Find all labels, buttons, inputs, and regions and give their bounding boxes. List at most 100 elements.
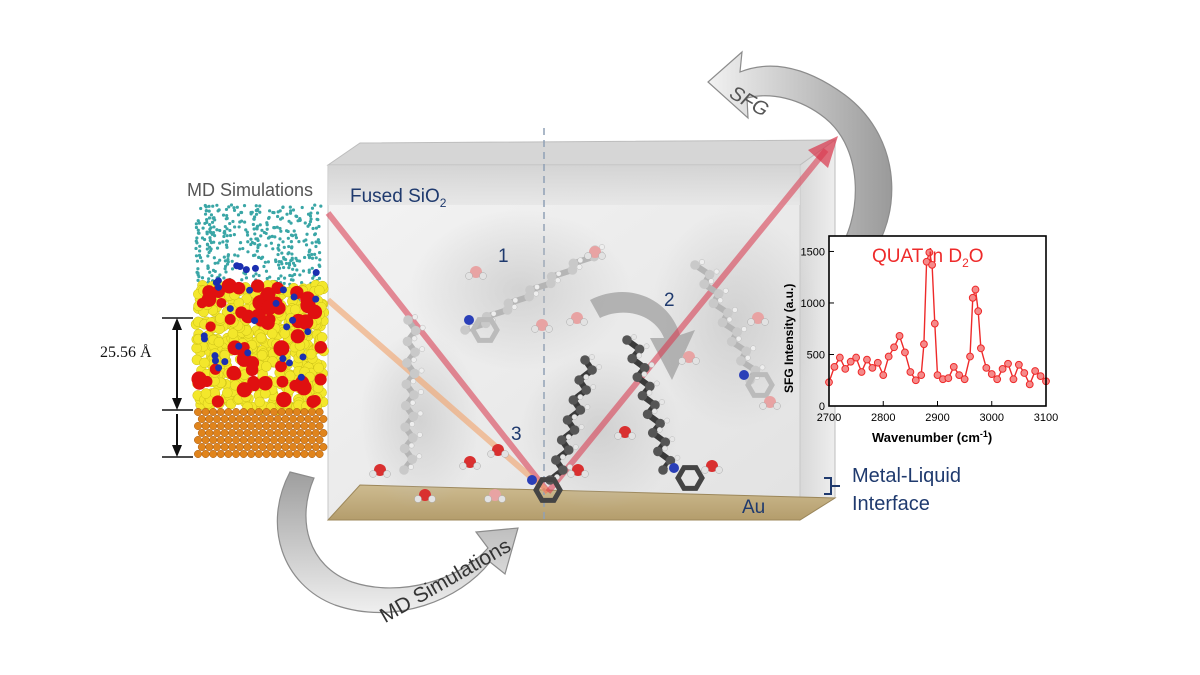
md-water-molecule [208, 227, 212, 232]
md-water-molecule [198, 255, 203, 260]
md-water-molecule [198, 249, 202, 253]
md-gold-atom [266, 415, 275, 423]
md-water-molecule [310, 241, 314, 245]
site-label-3: 3 [511, 424, 522, 445]
md-water-molecule [287, 266, 291, 270]
faded-surfactant-ring [470, 317, 500, 343]
md-gold-atom [311, 429, 320, 437]
md-nitrogen-atom [312, 269, 320, 277]
md-water-molecule [207, 209, 211, 213]
md-water-molecule [277, 248, 281, 252]
upright-surfactant-carbon [401, 379, 412, 390]
md-gold-atom [235, 443, 244, 451]
md-gold-atom [243, 443, 252, 451]
tilted-surfactant-hydrogen [662, 445, 668, 452]
md-water-molecule [212, 225, 216, 229]
md-gold-atom [251, 443, 259, 451]
md-nitrogen-atom [221, 358, 229, 366]
md-oxygen-atom [216, 297, 227, 308]
adsorbed-surfactant-hydrogen [584, 404, 591, 410]
md-gold-atom [197, 415, 206, 423]
md-gold-atom [300, 422, 309, 430]
water-oxygen [683, 351, 695, 363]
md-gold-atom [209, 408, 218, 416]
md-gold-atom [273, 415, 282, 423]
upright-surfactant-carbon [409, 368, 420, 379]
md-gold-atom [289, 415, 297, 423]
md-gold-atom [292, 436, 301, 444]
chart-point [1031, 367, 1040, 375]
md-water-molecule [200, 259, 204, 263]
faded-surfactant-carbon [503, 298, 514, 309]
md-gold-atom [289, 429, 297, 437]
md-water-molecule [300, 281, 304, 285]
md-water-molecule [217, 208, 221, 212]
md-gold-atom [270, 408, 278, 416]
tilted-surfactant-hydrogen [636, 352, 642, 359]
water-hydrogen [414, 495, 422, 503]
faded-surfactant-hydrogen [717, 297, 724, 304]
tilted-surfactant-hydrogen [659, 399, 665, 405]
md-oxygen-atom [276, 391, 292, 408]
md-water-molecule [316, 238, 320, 242]
sfg-beam-out [545, 148, 829, 494]
md-oxygen-atom [314, 373, 327, 386]
md-water-molecule [237, 225, 241, 229]
md-water-molecule [205, 247, 209, 251]
md-water-molecule [274, 259, 278, 264]
upright-surfactant-hydrogen [409, 421, 415, 427]
md-gold-atom [247, 450, 256, 458]
md-water-molecule [286, 236, 290, 240]
md-surfactant-atom [213, 336, 225, 348]
md-gold-atom [277, 408, 286, 416]
chart-point [1020, 369, 1029, 377]
tilted-surfactant-carbon [627, 353, 637, 364]
md-water-molecule [194, 254, 199, 258]
md-water-molecule [289, 233, 294, 237]
md-water-molecule [281, 205, 285, 210]
md-water-molecule [268, 275, 272, 279]
md-water-molecule [251, 222, 255, 227]
md-water-molecule [222, 234, 226, 239]
adsorbed-surfactant-hydrogen [589, 354, 595, 360]
md-oxygen-atom [258, 375, 273, 391]
md-water-molecule [236, 213, 241, 217]
md-water-molecule [208, 249, 213, 253]
chart-y-tick-label: 1500 [801, 246, 825, 258]
md-water-molecule [196, 278, 200, 282]
chart-y-axis-label: SFG Intensity (a.u.) [782, 284, 796, 393]
tilted-surfactant-hydrogen [651, 408, 658, 415]
chart-point [911, 376, 920, 385]
md-water-molecule [244, 276, 249, 280]
md-gold-atom [262, 436, 271, 444]
md-water-molecule [276, 252, 280, 257]
adsorbed-surfactant-carbon [580, 355, 590, 365]
md-water-molecule [297, 239, 301, 244]
thickness-label: 25.56 Å [100, 343, 152, 361]
md-water-molecule [294, 236, 299, 240]
tilted-surfactant-hydrogen [664, 417, 670, 424]
md-nitrogen-atom [200, 332, 208, 340]
md-water-molecule [227, 205, 231, 209]
md-oxygen-atom [260, 316, 275, 330]
water-hydrogen [459, 462, 467, 470]
md-gold-atom [205, 443, 214, 451]
md-nitrogen-atom [289, 316, 297, 324]
faded-surfactant-hydrogen [735, 335, 742, 342]
md-water-molecule [194, 246, 198, 251]
md-gold-atom [315, 436, 324, 444]
md-surfactant-atom [254, 396, 265, 408]
faded-surfactant-carbon [704, 269, 715, 280]
md-water-molecule [209, 213, 214, 217]
md-water-molecule [233, 225, 237, 229]
md-gold-atom [201, 436, 210, 444]
md-water-molecule [265, 227, 269, 231]
adsorbed-surfactant-hydrogen [590, 384, 597, 390]
chart-point [1025, 380, 1034, 389]
water-hydrogen [498, 495, 506, 503]
md-water-molecule [273, 226, 277, 230]
md-water-molecule [239, 210, 244, 215]
md-water-molecule [241, 246, 245, 251]
faded-surfactant-hydrogen [554, 277, 561, 284]
